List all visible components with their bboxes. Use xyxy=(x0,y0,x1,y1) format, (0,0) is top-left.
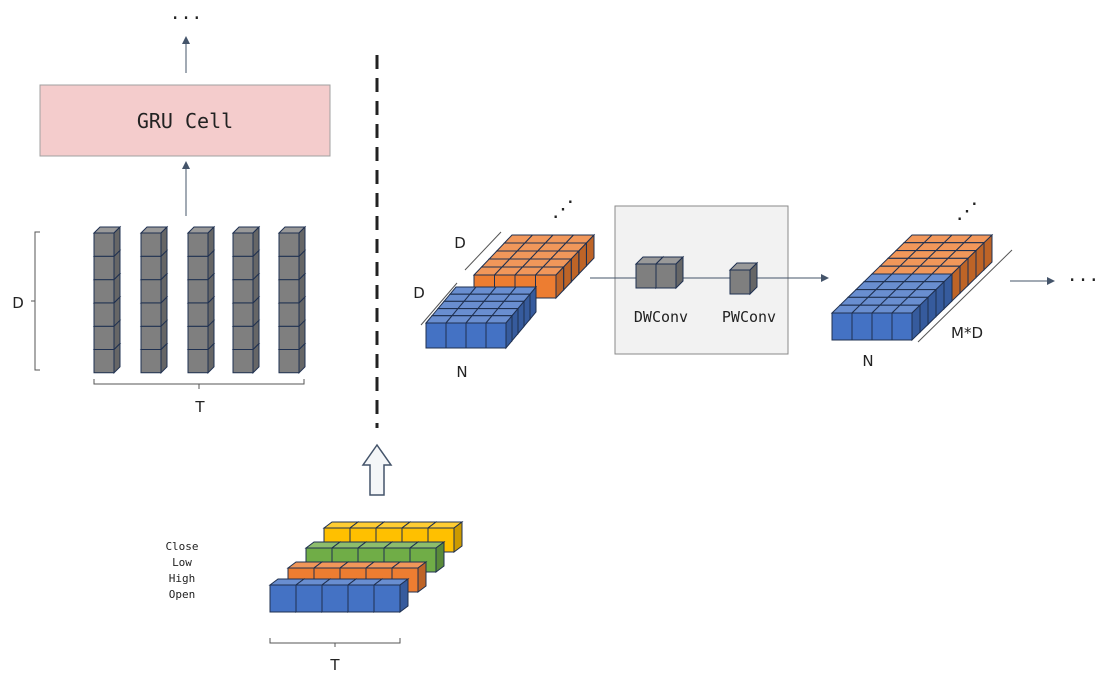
d-brace xyxy=(31,231,40,371)
cube-front xyxy=(535,274,557,299)
dwconv-label: DWConv xyxy=(634,308,688,326)
cube-front xyxy=(187,325,209,350)
cube-front xyxy=(425,322,447,349)
cube-side xyxy=(435,541,445,573)
cube-front xyxy=(655,263,677,289)
cube-front xyxy=(347,584,375,613)
cube-side xyxy=(160,225,168,258)
cube-front xyxy=(269,584,297,613)
output-ellipsis: ··· xyxy=(1067,270,1100,291)
cube-front xyxy=(278,255,300,281)
cube-front xyxy=(321,584,349,613)
cube-front xyxy=(93,255,115,281)
cube-front xyxy=(635,263,657,289)
cube-front xyxy=(187,302,209,327)
cube-front xyxy=(851,312,873,341)
cube-front xyxy=(445,322,467,349)
feature-label-close: Close xyxy=(165,540,198,553)
cube-front xyxy=(140,349,162,374)
cube-side xyxy=(252,225,260,258)
cube-front xyxy=(187,349,209,374)
cube-side xyxy=(417,561,427,593)
left-d-label: D xyxy=(12,294,24,312)
cube-front xyxy=(278,232,300,257)
gru-cell-box xyxy=(39,84,331,157)
middle-d-brace-top xyxy=(464,231,502,271)
cube-front xyxy=(93,325,115,350)
right-n-label: N xyxy=(862,352,873,370)
cube-front xyxy=(187,279,209,304)
pwconv-label: PWConv xyxy=(722,308,776,326)
cube-front xyxy=(187,232,209,257)
cube-front xyxy=(93,302,115,327)
cube-front xyxy=(140,302,162,327)
cube-front xyxy=(278,325,300,350)
cube-side xyxy=(399,578,409,613)
cube-front xyxy=(93,232,115,257)
cube-front xyxy=(232,325,254,350)
cube-front xyxy=(187,255,209,281)
middle-ellipsis: ⋰ xyxy=(552,197,574,222)
cube-side xyxy=(113,225,121,258)
feature-label-low: Low xyxy=(172,556,192,569)
gru-output-ellipsis: ··· xyxy=(170,8,203,29)
cube xyxy=(372,578,410,613)
cube xyxy=(830,304,862,341)
t-brace xyxy=(93,379,305,389)
cube xyxy=(890,304,922,342)
cube-front xyxy=(729,269,751,295)
cube-front xyxy=(140,232,162,257)
cube-front xyxy=(278,279,300,304)
cube-front xyxy=(278,302,300,327)
cube-front xyxy=(278,349,300,374)
right-ellipsis: ⋰ xyxy=(956,199,978,224)
cube-side xyxy=(298,225,306,258)
cube xyxy=(728,261,759,296)
input-t-label: T xyxy=(329,656,340,674)
input-t-brace xyxy=(269,638,401,647)
cube xyxy=(186,225,216,258)
right-md-label: M*D xyxy=(951,324,983,342)
cube-front xyxy=(232,279,254,304)
cube-front xyxy=(232,255,254,281)
cube-front xyxy=(871,312,893,341)
cube-front xyxy=(465,322,487,349)
feature-label-open: Open xyxy=(169,588,196,601)
gru-cell-label: GRU Cell xyxy=(137,109,233,133)
cube xyxy=(231,225,261,258)
cube-front xyxy=(232,302,254,327)
cube-front xyxy=(93,279,115,304)
cube-side xyxy=(453,521,463,553)
cube xyxy=(139,225,169,258)
middle-n-label: N xyxy=(456,363,467,381)
cube-front xyxy=(831,312,853,341)
cube-front xyxy=(232,232,254,257)
hollow-up-arrow xyxy=(361,443,393,496)
cube xyxy=(534,265,565,300)
cube-front xyxy=(93,349,115,374)
cube-front xyxy=(891,312,913,341)
cube-front xyxy=(485,322,507,349)
cube xyxy=(92,225,122,258)
cube-front xyxy=(140,255,162,281)
cube xyxy=(484,314,514,350)
cube-side xyxy=(207,225,215,258)
middle-d-label-top: D xyxy=(454,234,466,252)
cube-front xyxy=(140,325,162,350)
cube-front xyxy=(373,584,401,613)
left-t-label: T xyxy=(194,398,205,416)
cube-front xyxy=(140,279,162,304)
middle-d-brace-bottom xyxy=(420,282,458,326)
middle-d-label-bottom: D xyxy=(413,284,425,302)
feature-label-high: High xyxy=(169,572,196,585)
cube-front xyxy=(232,349,254,374)
cube-front xyxy=(295,584,323,613)
cube xyxy=(654,255,685,290)
cube xyxy=(277,225,307,258)
md-brace xyxy=(917,249,1013,343)
cube xyxy=(850,304,882,341)
